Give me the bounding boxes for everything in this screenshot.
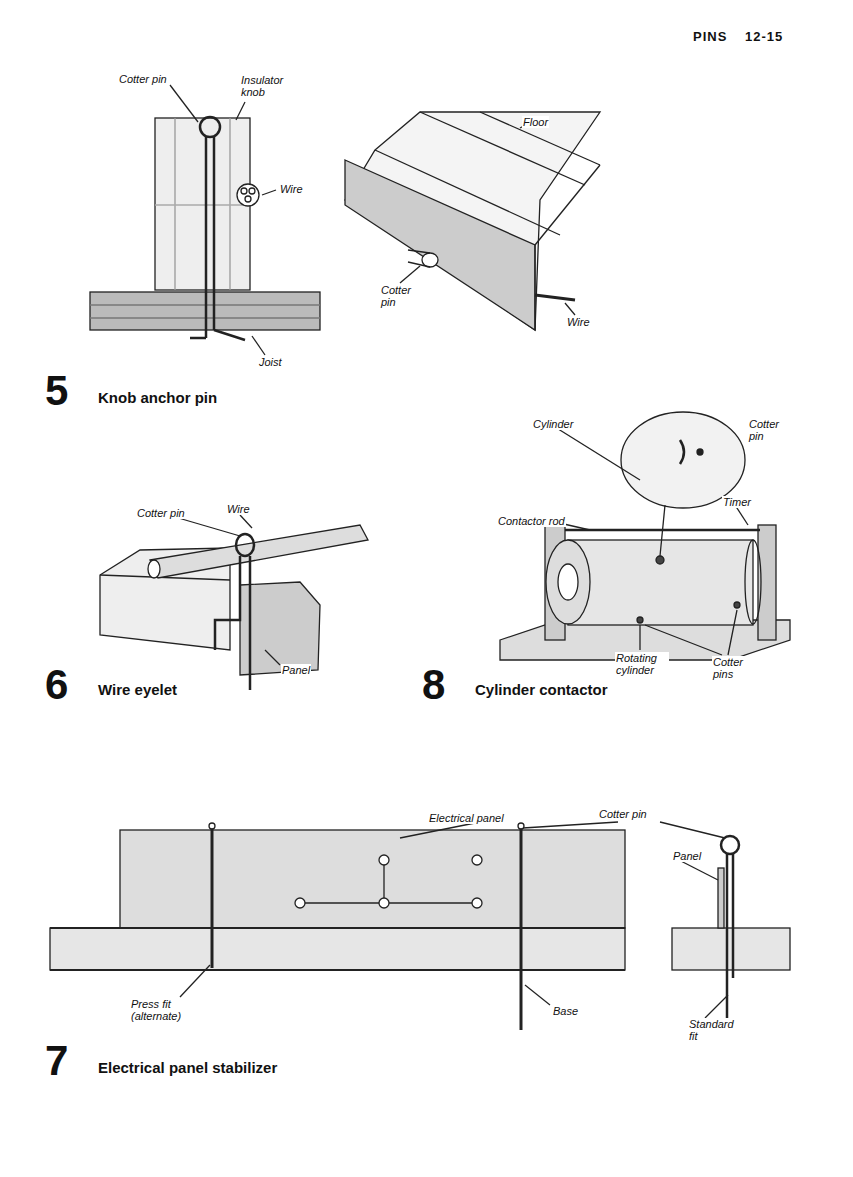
page-number: 12-15 xyxy=(745,30,783,44)
part-label: Contactor rod xyxy=(497,515,566,527)
part-label: Panel xyxy=(281,664,311,676)
contactor-illustration xyxy=(500,412,790,660)
part-label: Standard fit xyxy=(688,1018,735,1042)
running-head: PINS xyxy=(693,30,727,44)
part-label: Rotating cylinder xyxy=(615,652,669,676)
part-label: Panel xyxy=(672,850,702,862)
part-label: Timer xyxy=(722,496,752,508)
part-label: Electrical panel xyxy=(428,812,505,824)
part-label: Wire xyxy=(279,183,304,195)
part-label: Press fit (alternate) xyxy=(130,998,202,1022)
part-label: Wire xyxy=(566,316,591,328)
figure-number: 7 xyxy=(45,1040,68,1082)
part-label: Cotter pin xyxy=(380,284,422,308)
part-label: Cotter pin xyxy=(136,507,186,519)
figure-caption: Wire eyelet xyxy=(98,682,177,699)
figure-number: 6 xyxy=(45,664,68,706)
part-label: Cotter pin xyxy=(118,73,168,85)
figure-number: 5 xyxy=(45,370,68,412)
floor-illustration xyxy=(345,112,600,330)
knob-illustration xyxy=(90,85,320,355)
part-label: Insulator knob xyxy=(240,74,294,98)
part-label: Base xyxy=(552,1005,579,1017)
figure-caption: Cylinder contactor xyxy=(475,682,608,699)
part-label: Cotter pin xyxy=(598,808,648,820)
part-label: Cotter pin xyxy=(748,418,790,442)
figure-caption: Electrical panel stabilizer xyxy=(98,1060,277,1077)
part-label: Cotter pins xyxy=(712,656,756,680)
figure-number: 8 xyxy=(422,664,445,706)
part-label: Floor xyxy=(522,116,549,128)
part-label: Cylinder xyxy=(532,418,574,430)
eyelet-illustration xyxy=(100,515,368,690)
part-label: Joist xyxy=(258,356,283,368)
figure-caption: Knob anchor pin xyxy=(98,390,217,407)
stabilizer-illustration xyxy=(50,822,790,1035)
part-label: Wire xyxy=(226,503,251,515)
